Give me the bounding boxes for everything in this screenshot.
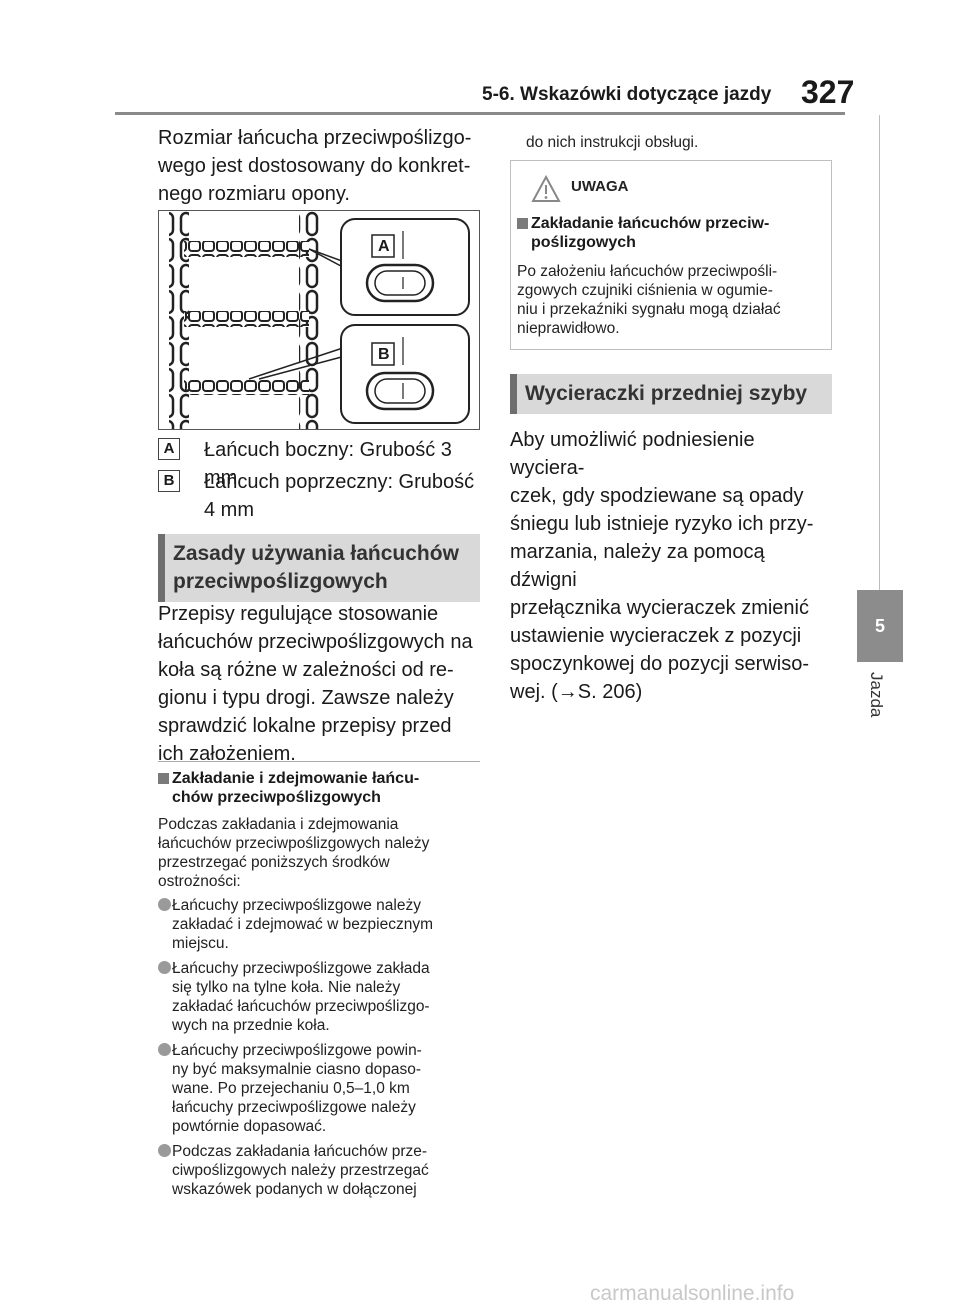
warning-triangle-icon — [531, 175, 561, 202]
warning-body: Po założeniu łańcuchów przeciwpośli- zgo… — [517, 263, 781, 337]
warning-label: UWAGA — [571, 178, 629, 195]
subsection-body: Podczas zakładania i zdejmowania łańcuch… — [158, 816, 430, 890]
round-bullet-icon — [158, 1043, 171, 1056]
list-item: Podczas zakładania łańcuchów prze- ciwpo… — [158, 1142, 480, 1199]
square-bullet-icon — [517, 218, 528, 229]
intro-text: Rozmiar łańcucha przeciwpoślizgo- wego j… — [158, 127, 472, 205]
warning-box: UWAGA Zakładanie łańcuchów przeciw- pośl… — [510, 160, 832, 350]
section-divider — [158, 761, 480, 762]
header-rule — [115, 112, 845, 115]
list-item-text: Podczas zakładania łańcuchów prze- ciwpo… — [172, 1143, 429, 1198]
chain-figure: A B — [158, 210, 480, 430]
warning-subheading: Zakładanie łańcuchów przeciw- poślizgowy… — [517, 214, 827, 252]
caption-a: A Łańcuch boczny: Grubość 3 mm — [158, 436, 480, 489]
round-bullet-icon — [158, 1144, 171, 1157]
list-item-text: Łańcuchy przeciwpoślizgowe powin- ny być… — [172, 1042, 422, 1135]
caption-badge-a: A — [158, 438, 180, 460]
bullet-list: Łańcuchy przeciwpoślizgowe należy zakład… — [158, 896, 480, 1199]
section-heading-chains: Zasady używania łańcuchów przeciwpoślizg… — [158, 534, 480, 602]
section-body-wipers: Aby umożliwić podniesienie wyciera- czek… — [510, 429, 814, 703]
caption-text-b: Łańcuch poprzeczny: Grubość 4 mm — [204, 471, 475, 521]
watermark-text: carmanualsonline.info — [590, 1282, 795, 1305]
square-bullet-icon — [158, 773, 169, 784]
page-number: 327 — [801, 74, 855, 110]
figure-label-b: B — [378, 346, 390, 363]
chapter-number: 5 — [874, 615, 885, 636]
list-item: Łańcuchy przeciwpoślizgowe należy zakład… — [158, 896, 480, 953]
subheading-mount-remove-text: Zakładanie i zdejmowanie łańcu- chów prz… — [172, 770, 420, 806]
chapter-tab[interactable]: 5 — [857, 590, 903, 662]
list-item-text: Łańcuchy przeciwpoślizgowe zakłada się t… — [172, 960, 430, 1034]
caption-text-a: Łańcuch boczny: Grubość 3 mm — [204, 439, 452, 489]
list-item: Łańcuchy przeciwpoślizgowe powin- ny być… — [158, 1041, 480, 1136]
side-tab-line — [879, 115, 880, 590]
chain-illustration — [169, 211, 470, 429]
subheading-mount-remove: Zakładanie i zdejmowanie łańcu- chów prz… — [158, 769, 480, 807]
chapter-label: Jazda — [867, 672, 886, 718]
list-item-text: Łańcuchy przeciwpoślizgowe należy zakład… — [172, 897, 434, 952]
caption-b: B Łańcuch poprzeczny: Grubość 4 mm — [158, 468, 480, 524]
figure-label-a: A — [378, 238, 390, 255]
warning-subheading-text: Zakładanie łańcuchów przeciw- poślizgowy… — [531, 215, 770, 251]
round-bullet-icon — [158, 961, 171, 974]
caption-badge-b: B — [158, 470, 180, 492]
continuation-text: do nich instrukcji obsługi. — [526, 134, 699, 151]
round-bullet-icon — [158, 898, 171, 911]
section-header-title: 5-6. Wskazówki dotyczące jazdy — [482, 84, 772, 105]
list-item: Łańcuchy przeciwpoślizgowe zakłada się t… — [158, 959, 480, 1035]
section-body-chains: Przepisy regulujące stosowanie łańcuchów… — [158, 603, 473, 765]
section-heading-wipers: Wycieraczki przedniej szyby — [510, 374, 832, 414]
